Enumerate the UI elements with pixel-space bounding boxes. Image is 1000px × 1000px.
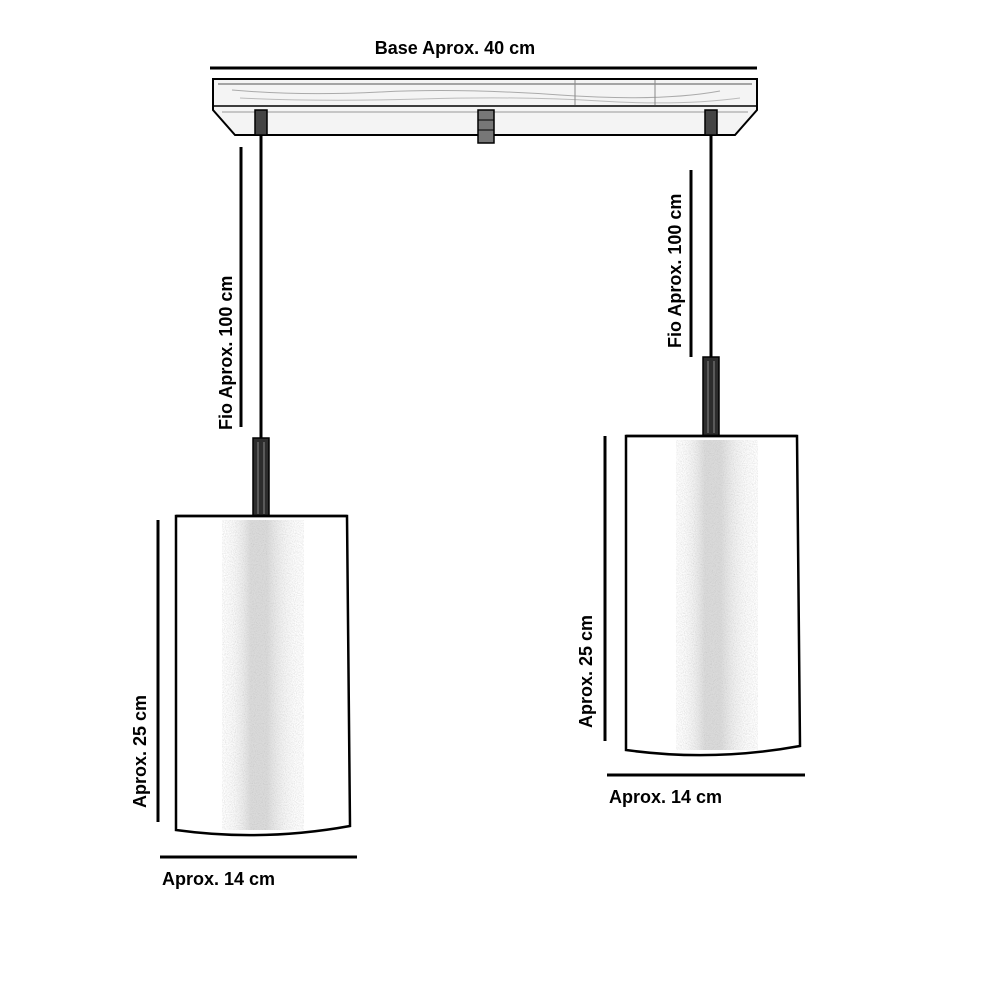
left-socket bbox=[252, 437, 270, 517]
right-width-label: Aprox. 14 cm bbox=[609, 787, 722, 807]
right-lamp-shade bbox=[624, 434, 802, 757]
left-cable-anchor bbox=[254, 109, 268, 136]
base-width-label: Base Aprox. 40 cm bbox=[375, 38, 535, 58]
left-wire-label: Fio Aprox. 100 cm bbox=[216, 276, 236, 430]
left-lamp-shade bbox=[174, 514, 352, 837]
center-screw bbox=[477, 109, 495, 144]
left-width-label: Aprox. 14 cm bbox=[162, 869, 275, 889]
right-cable-anchor bbox=[704, 109, 718, 136]
right-wire-label: Fio Aprox. 100 cm bbox=[665, 194, 685, 348]
right-height-label: Aprox. 25 cm bbox=[576, 615, 596, 728]
right-socket bbox=[702, 356, 720, 438]
left-height-label: Aprox. 25 cm bbox=[130, 695, 150, 808]
ceiling-base bbox=[212, 78, 758, 136]
